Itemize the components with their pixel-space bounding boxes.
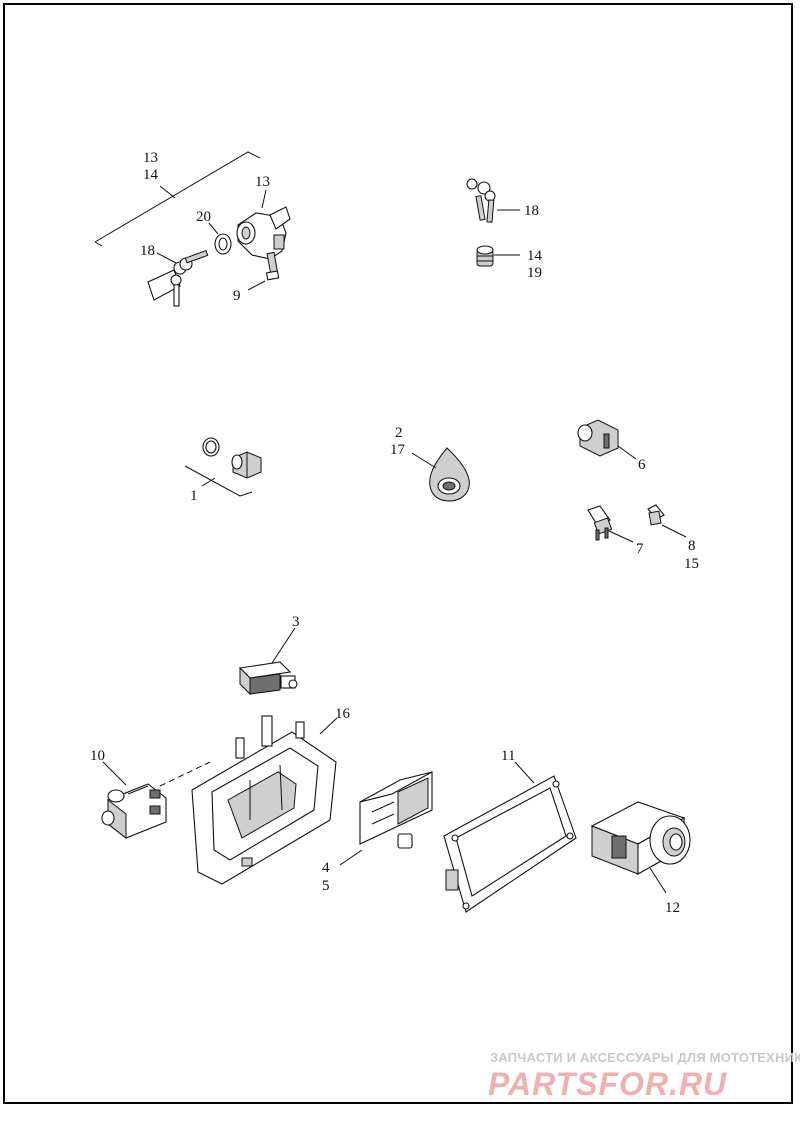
keys-with-tag-part	[147, 249, 209, 307]
callout-18-right: 18	[524, 203, 539, 219]
connector-part	[238, 661, 298, 696]
callout-1: 1	[190, 488, 198, 504]
callout-2: 2	[395, 425, 403, 441]
callout-18-left: 18	[140, 243, 155, 259]
abs-12-group: 12	[590, 801, 691, 916]
callout-8: 8	[688, 538, 696, 554]
control-module-part	[359, 771, 433, 849]
callout-11: 11	[501, 748, 515, 764]
callout-16: 16	[335, 706, 351, 722]
callout-15: 15	[684, 556, 699, 572]
bracket-13-14	[94, 151, 261, 243]
keys-part	[466, 178, 496, 223]
screw-part	[265, 251, 280, 281]
abs-modulator-part	[590, 801, 691, 875]
solenoid-10-group: 10	[90, 748, 167, 840]
callout-13-switch: 13	[255, 174, 270, 190]
key-fob-group: 2 17	[390, 425, 470, 502]
bracket-16-group: 16	[159, 706, 351, 885]
callout-17: 17	[390, 442, 406, 458]
ecm-11-group: 11	[443, 748, 577, 913]
callout-4: 4	[322, 860, 330, 876]
blade-fuse-part	[647, 504, 665, 526]
module-4-5-group: 4 5	[322, 771, 433, 894]
bracket-1	[184, 465, 253, 497]
callout-10: 10	[90, 748, 105, 764]
callout-7: 7	[636, 541, 644, 557]
keys-group: 18 14 19	[466, 178, 543, 281]
callout-13: 13	[143, 150, 158, 166]
callout-6: 6	[638, 457, 646, 473]
callout-20: 20	[196, 209, 211, 225]
callout-5: 5	[322, 878, 330, 894]
alignment-dash	[159, 761, 211, 787]
callout-3: 3	[292, 614, 300, 630]
callout-12: 12	[665, 900, 680, 916]
sensor-part	[231, 451, 262, 479]
connector-3-group: 3	[238, 614, 300, 696]
watermark-logo: PARTSFOR.RU	[488, 1066, 728, 1102]
watermark-tagline: ЗАПЧАСТИ И АКСЕССУАРЫ ДЛЯ МОТОТЕХНИКИ	[490, 1050, 800, 1065]
ignition-group: 13 14 13 20 9	[94, 150, 291, 307]
sensor-1-group: 1	[184, 437, 262, 504]
solenoid-part	[101, 783, 167, 840]
ecm-part	[443, 775, 577, 913]
ignition-switch-part	[236, 206, 291, 260]
callout-19: 19	[527, 265, 542, 281]
fuses-group: 7 8 15	[587, 504, 699, 572]
lock-cylinder-part	[476, 245, 494, 267]
relay-part	[577, 419, 619, 457]
mounting-bracket-part	[191, 715, 337, 885]
relay-group: 6	[577, 419, 646, 473]
callout-9: 9	[233, 288, 241, 304]
maxi-fuse-part	[587, 505, 613, 541]
callout-14-right: 14	[527, 248, 543, 264]
callout-14: 14	[143, 167, 159, 183]
diagram-frame	[3, 3, 793, 1104]
